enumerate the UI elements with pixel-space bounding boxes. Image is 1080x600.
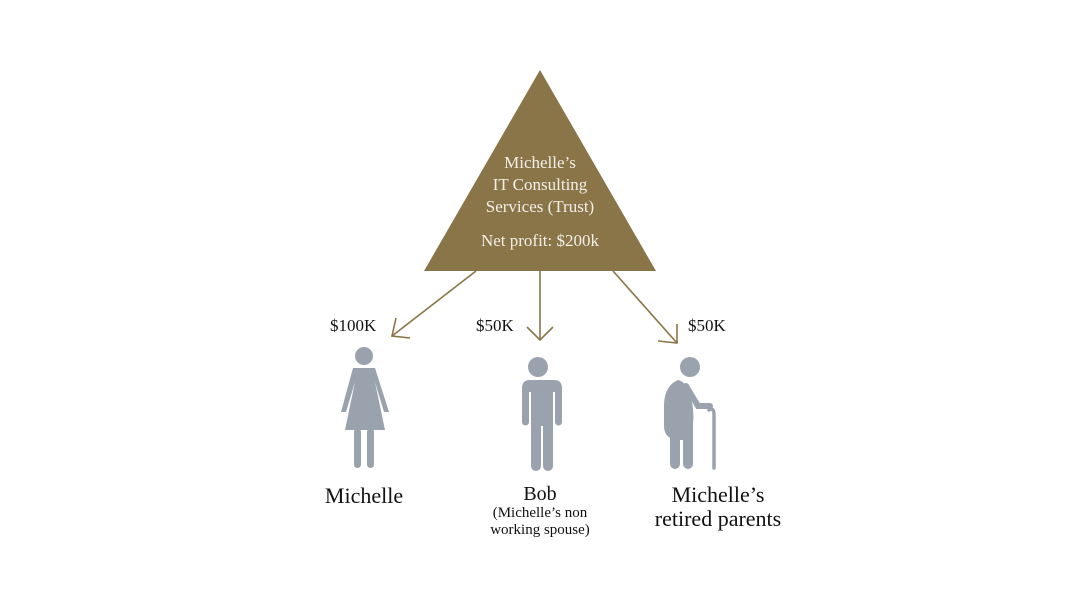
amount-parents: $50K: [688, 316, 726, 335]
bob-note-line: (Michelle’s non: [492, 505, 588, 521]
amount-michelle: $100K: [330, 316, 377, 335]
elderly-person-icon: [664, 357, 716, 470]
bob-label: Bob (Michelle’s non working spouse): [460, 483, 620, 539]
trust-name-line: Michelle’s: [504, 153, 576, 172]
parents-line: Michelle’s: [671, 482, 765, 507]
arrow-to-michelle: [391, 270, 477, 339]
trust-name-line: IT Consulting: [492, 175, 588, 194]
man-icon: [522, 357, 562, 471]
woman-icon: [341, 347, 389, 468]
name-michelle: Michelle: [324, 483, 404, 508]
name-bob: Bob: [523, 483, 557, 505]
arrow-to-parents: [612, 270, 678, 344]
trust-label: Michelle’s IT Consulting Services (Trust…: [440, 152, 640, 252]
bob-note-line: working spouse): [490, 522, 590, 538]
name-parents: Michelle’s retired parents: [638, 483, 798, 531]
trust-name-line: Services (Trust): [485, 197, 595, 216]
arrow-to-bob: [526, 271, 554, 342]
parents-line: retired parents: [654, 506, 782, 531]
trust-triangle: [424, 70, 656, 271]
net-profit: Net profit: $200k: [480, 231, 600, 250]
amount-bob: $50K: [476, 316, 514, 335]
